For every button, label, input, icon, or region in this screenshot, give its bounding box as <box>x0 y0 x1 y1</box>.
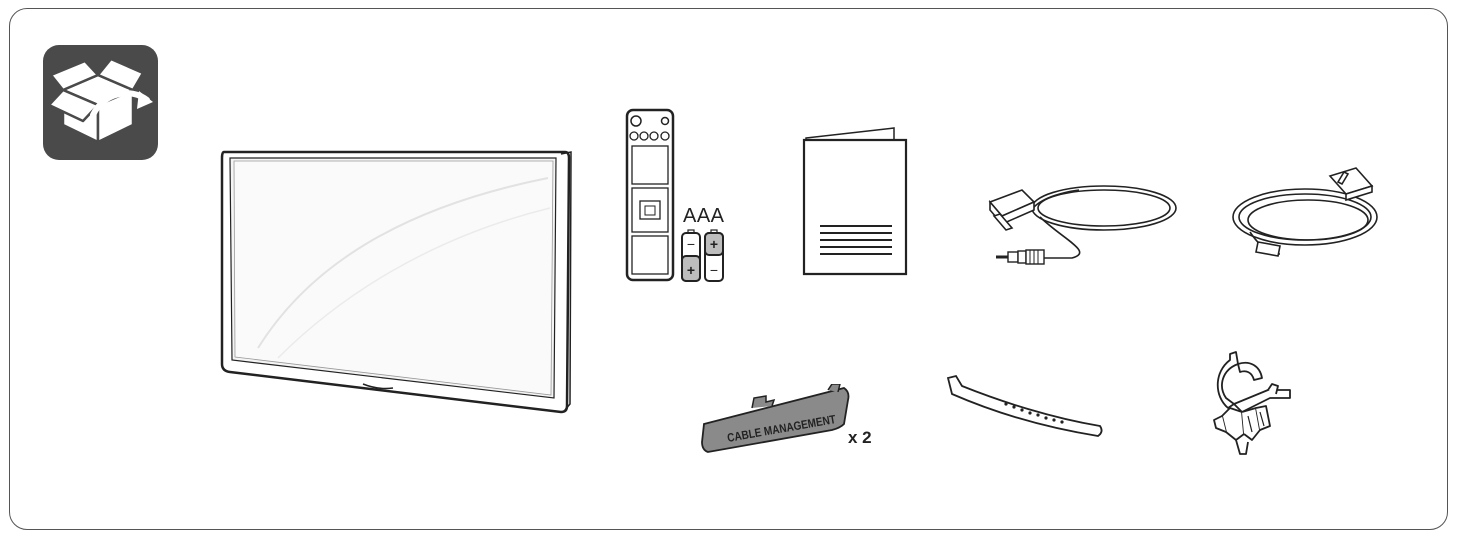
monitor-icon <box>218 148 573 418</box>
unboxing-icon <box>43 45 158 160</box>
rs232c-cable-icon <box>984 172 1184 272</box>
remote-control-icon <box>624 108 676 283</box>
battery-plus-label: + <box>687 262 695 278</box>
battery-plus-label-2: + <box>710 236 718 252</box>
manual-icon <box>800 126 912 278</box>
cable-tie-icon <box>942 372 1107 442</box>
accessories-panel <box>9 8 1448 530</box>
batteries-icon: − + + − <box>680 228 730 284</box>
battery-minus-label-2: − <box>710 262 718 278</box>
quantity-label: x 2 <box>848 428 872 447</box>
battery-type-label: AAA <box>683 205 725 227</box>
cable-management-clip-icon: CABLE MANAGEMENT <box>700 384 852 456</box>
cable-holder-icon <box>1208 350 1298 460</box>
power-cord-icon <box>1230 162 1395 267</box>
battery-minus-label: − <box>687 236 695 252</box>
